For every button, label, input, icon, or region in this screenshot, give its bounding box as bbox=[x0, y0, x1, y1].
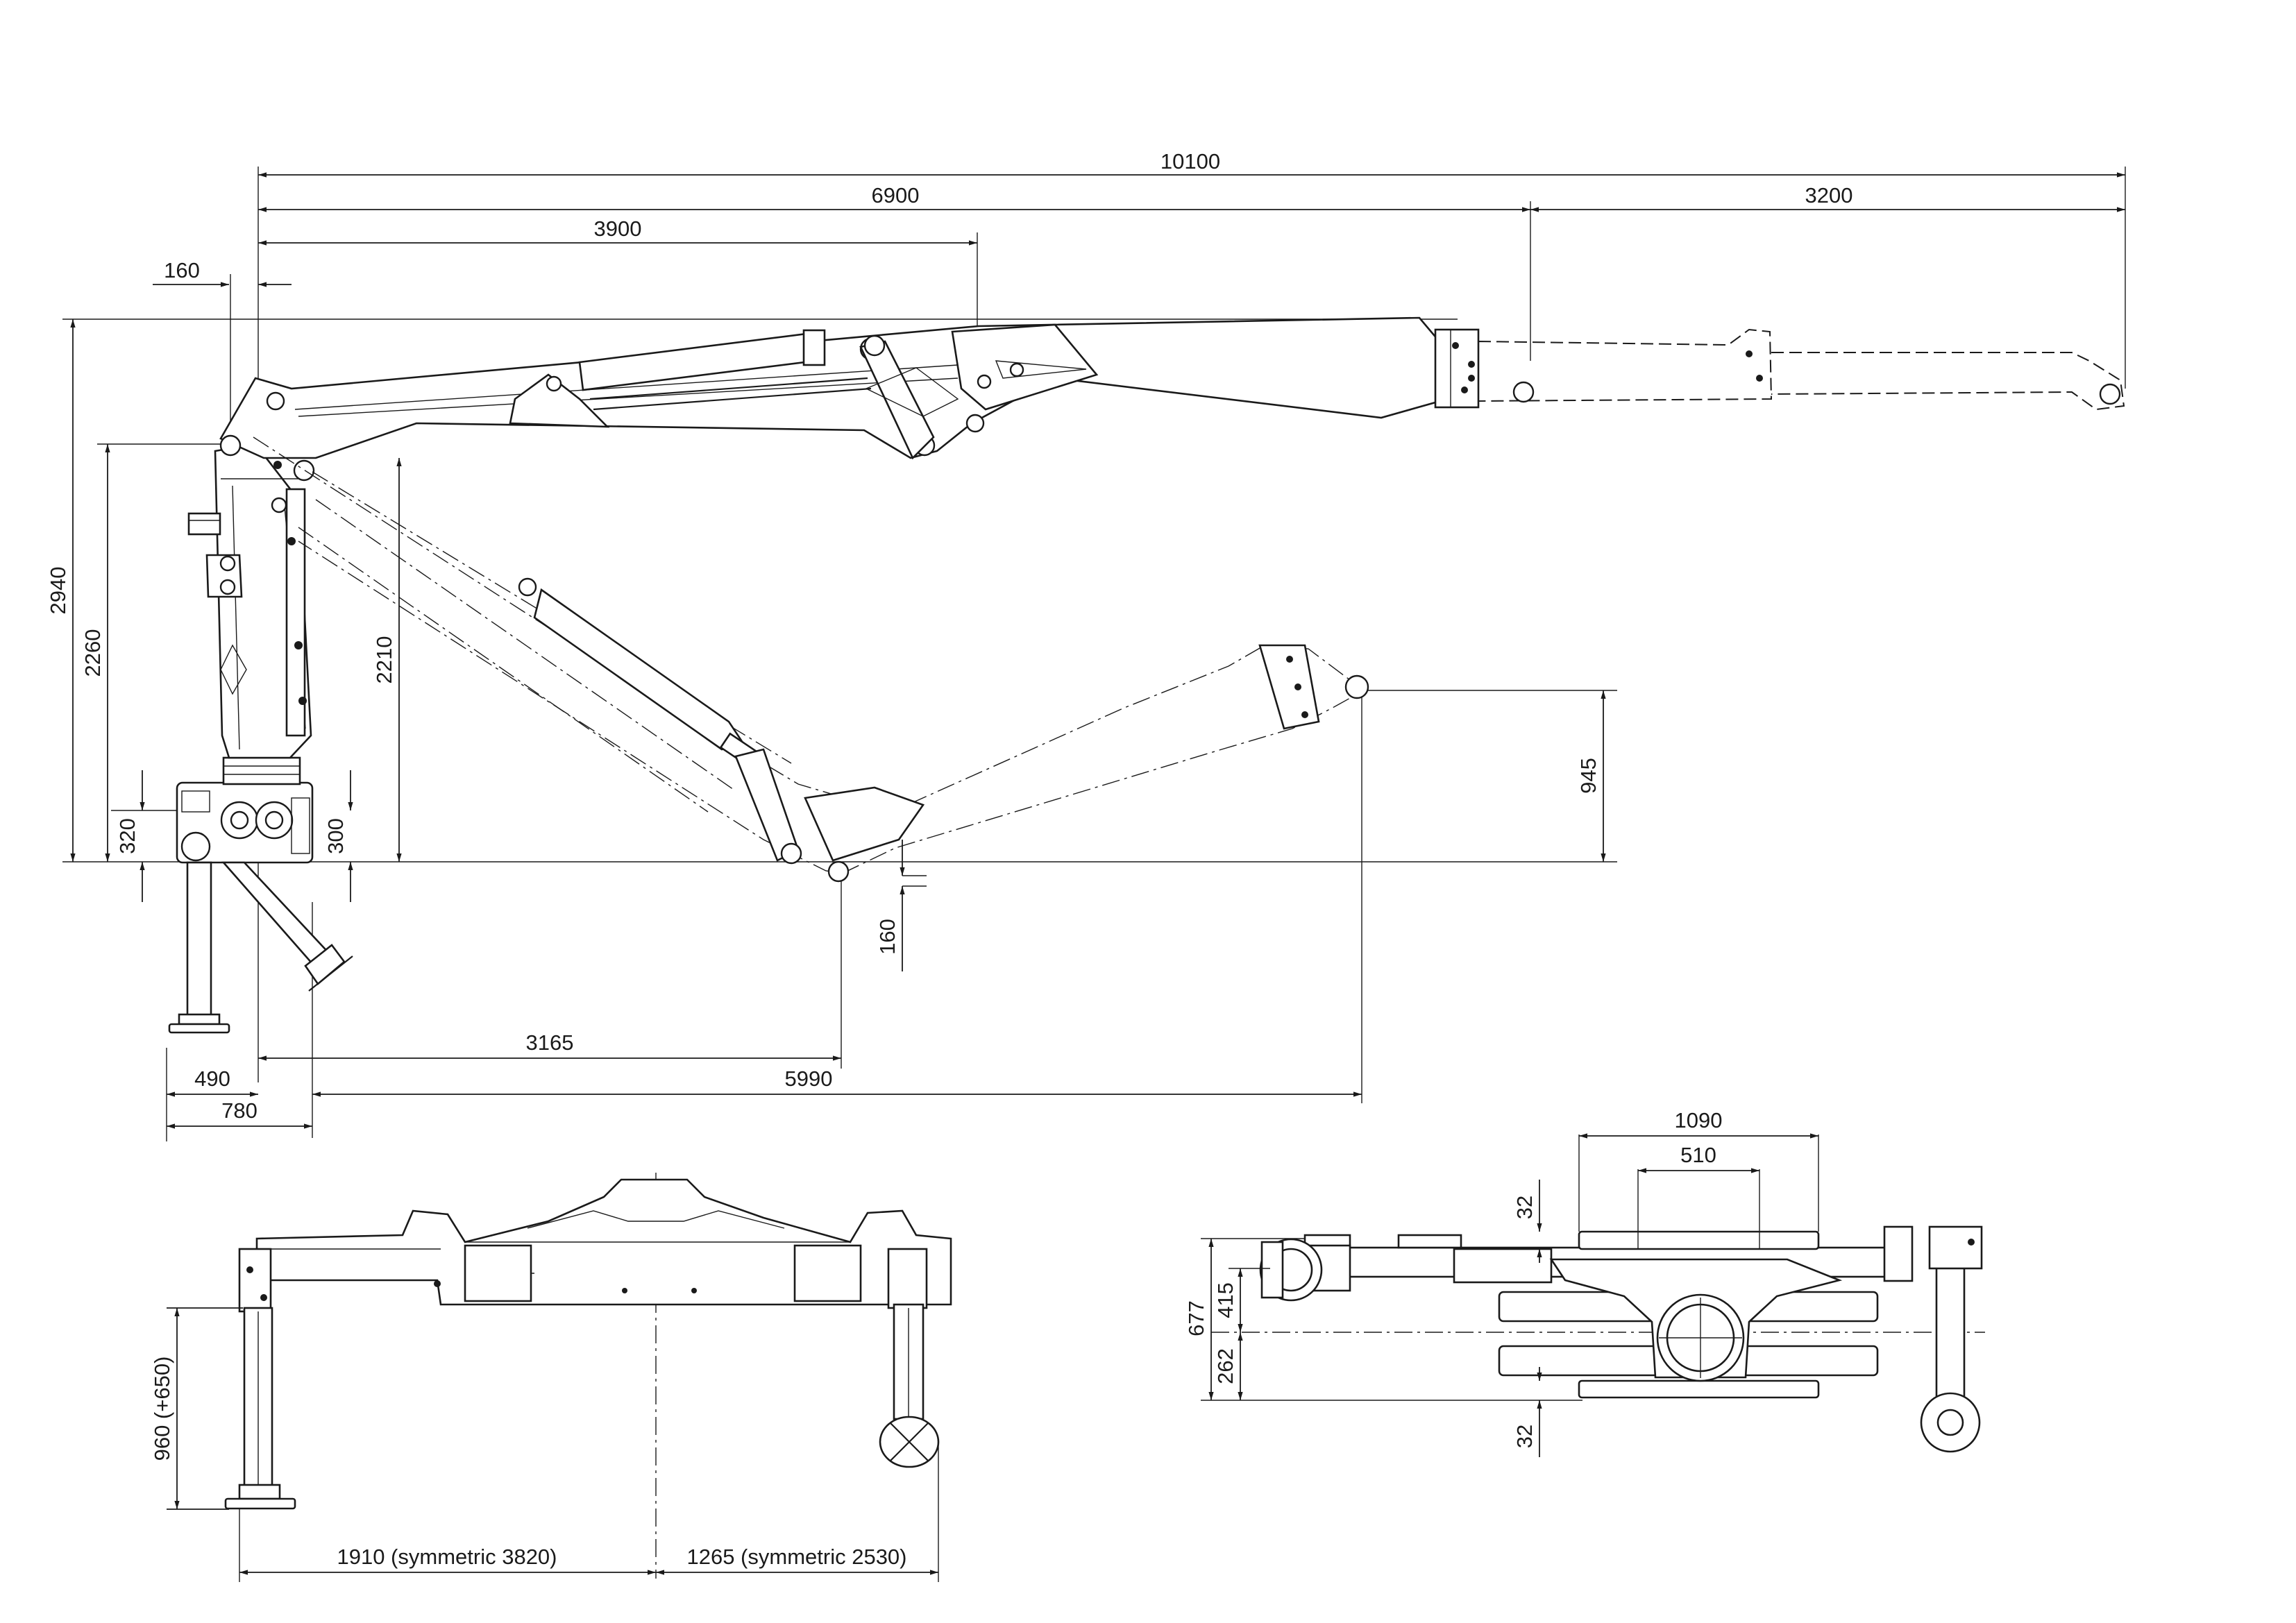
dim-677: 677 bbox=[1184, 1300, 1208, 1336]
dim-2210: 2210 bbox=[372, 636, 396, 684]
front-frame bbox=[255, 1178, 952, 1306]
dim-1265: 1265 (symmetric 2530) bbox=[686, 1545, 906, 1569]
dim-2260: 2260 bbox=[81, 629, 105, 677]
dim-262: 262 bbox=[1213, 1348, 1238, 1384]
dim-3200: 3200 bbox=[1805, 183, 1853, 207]
top-right-leg bbox=[1920, 1225, 1983, 1453]
dim-32-top: 32 bbox=[1512, 1196, 1537, 1219]
dim-415: 415 bbox=[1213, 1282, 1238, 1318]
dim-3165: 3165 bbox=[526, 1030, 574, 1055]
dim-1090: 1090 bbox=[1675, 1108, 1723, 1132]
dim-5990: 5990 bbox=[785, 1067, 833, 1091]
top-view: 1090 510 32 32 677 415 262 bbox=[1184, 1108, 1985, 1457]
support-legs bbox=[168, 861, 353, 1034]
main-boom bbox=[219, 316, 1480, 513]
boom-cylinder bbox=[509, 329, 872, 428]
dim-10100: 10100 bbox=[1160, 149, 1220, 173]
top-left-outrigger bbox=[1259, 1238, 1351, 1302]
dim-2940: 2940 bbox=[46, 567, 70, 615]
top-beams bbox=[1297, 1225, 1914, 1399]
top-dimension-labels: 1090 510 32 32 677 415 262 bbox=[1184, 1108, 1722, 1448]
top-turret bbox=[1549, 1258, 1843, 1382]
dim-32-bottom: 32 bbox=[1512, 1425, 1537, 1448]
dim-960-650: 960 (+650) bbox=[150, 1357, 174, 1461]
link-arm bbox=[859, 334, 959, 460]
front-dimension-labels: 960 (+650) 1910 (symmetric 3820) 1265 (s… bbox=[150, 1357, 907, 1569]
dim-320: 320 bbox=[115, 818, 140, 854]
dim-3900: 3900 bbox=[594, 216, 642, 241]
side-view: 10100 6900 3200 3900 160 2940 2260 2210 … bbox=[46, 149, 2126, 1141]
top-dimension-lines bbox=[1201, 1133, 1819, 1457]
dim-945: 945 bbox=[1576, 758, 1601, 794]
crane-base bbox=[176, 756, 314, 864]
dim-1910: 1910 (symmetric 3820) bbox=[337, 1545, 557, 1569]
crane-column bbox=[187, 443, 312, 759]
dim-780: 780 bbox=[221, 1098, 258, 1123]
dim-6900: 6900 bbox=[872, 183, 920, 207]
dim-160-bottom: 160 bbox=[875, 919, 900, 955]
dim-300: 300 bbox=[323, 818, 348, 854]
front-left-leg bbox=[224, 1248, 296, 1510]
front-view: 960 (+650) 1910 (symmetric 3820) 1265 (s… bbox=[150, 1173, 952, 1582]
front-right-leg bbox=[879, 1248, 940, 1468]
side-dimension-lines bbox=[70, 172, 2125, 1129]
dim-510: 510 bbox=[1680, 1143, 1716, 1167]
side-dimension-labels: 10100 6900 3200 3900 160 2940 2260 2210 … bbox=[46, 149, 1852, 1123]
boom-extension-dashed bbox=[1468, 328, 2125, 411]
front-dimension-lines bbox=[167, 1307, 939, 1582]
dim-160-top: 160 bbox=[164, 258, 200, 282]
lowered-boom-dashed bbox=[253, 436, 1369, 883]
dim-490: 490 bbox=[194, 1067, 230, 1091]
